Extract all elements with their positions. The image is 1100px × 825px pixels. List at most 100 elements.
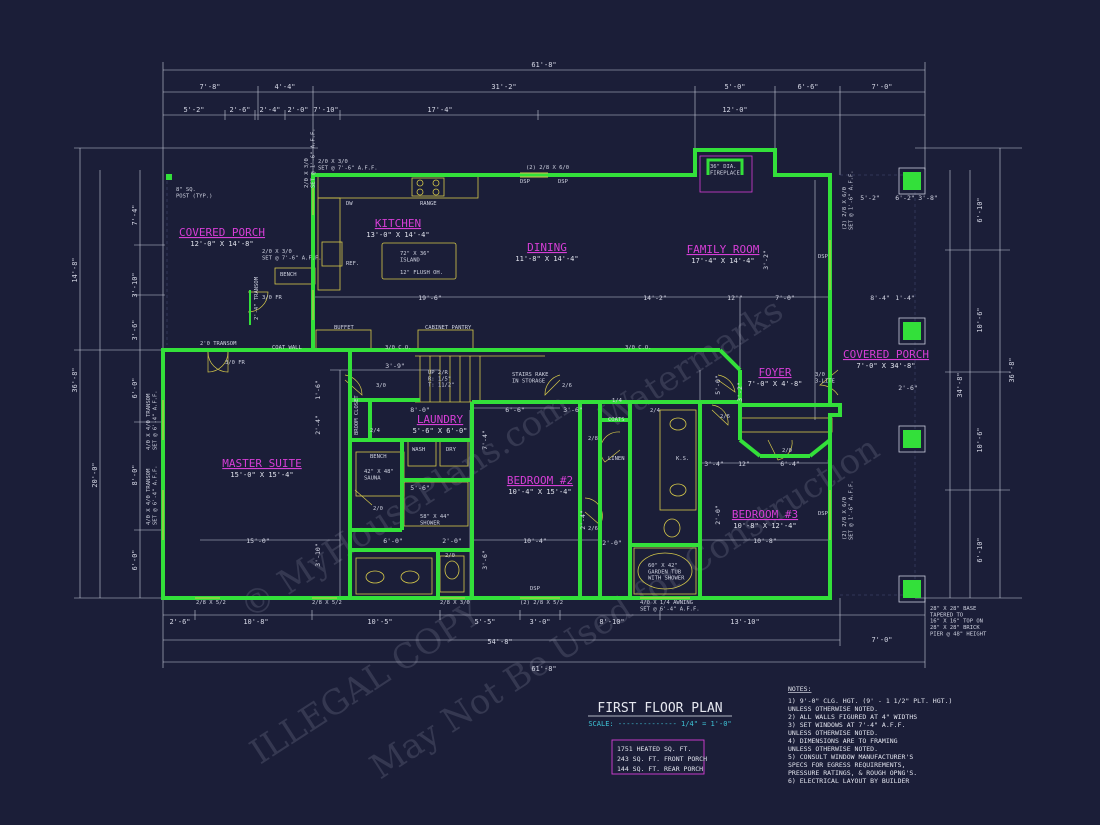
label-linen: LINEN xyxy=(608,456,625,462)
dim-overall-top: 61'-8" xyxy=(531,61,556,69)
post-1-fill xyxy=(903,172,921,190)
dim-int-11: 6'-4" xyxy=(780,460,800,468)
label-door-20c: 2/0 xyxy=(782,448,792,454)
dim-bottom-right: 7'-0" xyxy=(871,636,892,644)
dim-int-9: 3'-4" xyxy=(704,460,724,468)
dim-top2-6: 12'-0" xyxy=(722,106,747,114)
dim-right-outer-2: 10'-6" xyxy=(976,427,984,452)
room-bedroom2-size: 10'-4" X 15'-4" xyxy=(508,488,571,496)
dim-bottom-1: 10'-8" xyxy=(243,618,268,626)
label-sauna: 42" X 48"SAUNA xyxy=(364,469,394,481)
label-w-right: (2) 2/8 X 6/0SET @ 1'-6" A.F.F. xyxy=(842,170,854,230)
walls[interactable] xyxy=(161,148,842,600)
label-w-bottom2: 2/8 X 5/2 xyxy=(312,600,342,606)
notes-block: NOTES: 1) 9'-0" CLG. HGT. (9' - 1 1/2" P… xyxy=(788,685,952,785)
room-porch-right: COVERED PORCH xyxy=(843,348,929,361)
room-bedroom2: BEDROOM #2 xyxy=(507,474,573,487)
room-master: MASTER SUITE xyxy=(222,457,301,470)
post-4-fill xyxy=(903,580,921,598)
dim-top1-4: 6'-6" xyxy=(797,83,818,91)
note-4: 3) SET WINDOWS AT 7'-4" A.F.F. xyxy=(788,721,905,729)
label-buffet: BUFFET xyxy=(334,325,355,331)
room-foyer: FOYER xyxy=(758,366,791,379)
dim-left-inner-3: 6'-0" xyxy=(131,377,139,398)
label-door-24b: 2/4 xyxy=(650,408,661,414)
label-door-24a: 2/4 xyxy=(370,428,381,434)
label-dw: DW xyxy=(346,201,353,207)
label-dry: DRY xyxy=(446,447,457,453)
room-laundry: LAUNDRY xyxy=(417,413,464,426)
buffet xyxy=(315,329,372,351)
dim-top2-3: 2'-0" xyxy=(287,106,308,114)
note-11: 6) ELECTRICAL LAYOUT BY BUILDER xyxy=(788,777,909,785)
dim-int-15: 2'-0" xyxy=(442,537,462,545)
room-labels: KITCHEN 13'-0" X 14'-4" DINING 11'-8" X … xyxy=(179,217,929,530)
dim-int-4: 3'-9" xyxy=(385,362,405,370)
dim-int-19: 6'-2" xyxy=(895,194,915,202)
label-cabinet-pantry: CABINET PANTRY xyxy=(425,325,472,331)
label-transom-porch: 2'-4" TRANSOM xyxy=(254,276,260,320)
area-box xyxy=(611,739,705,775)
label-coats: COATS xyxy=(608,417,625,423)
label-transom: 2'0 TRANSOM xyxy=(200,341,237,347)
dim-top2-0: 5'-2" xyxy=(183,106,204,114)
label-door-30a: 3/0 xyxy=(376,383,386,389)
dim-right-outer-0: 6'-10" xyxy=(976,197,984,222)
dim-bottom-0: 2'-6" xyxy=(169,618,190,626)
dim-int-12: 10'-8" xyxy=(753,537,776,545)
note-2: UNLESS OTHERWISE NOTED. xyxy=(788,705,878,713)
room-family: FAMILY ROOM xyxy=(687,243,760,256)
window-markers xyxy=(162,172,831,599)
room-laundry-size: 5'-6" X 6'-0" xyxy=(413,427,468,435)
label-bench-top: BENCH xyxy=(280,272,297,278)
garden-tub xyxy=(637,552,693,590)
dim-int-29: 5'-0" xyxy=(714,375,722,395)
porch-posts xyxy=(166,167,926,603)
post-small xyxy=(166,174,172,180)
dim-left-inner-4: 8'-0" xyxy=(131,464,139,485)
room-porch-left-size: 12'-0" X 14'-8" xyxy=(190,240,253,248)
dim-bottom-3: 5'-5" xyxy=(474,618,495,626)
dim-int-32: 3'-2" xyxy=(736,382,744,402)
post-4 xyxy=(898,575,926,603)
garden-tub-rect xyxy=(633,547,697,595)
foyer-bench xyxy=(739,417,833,433)
dim-top1-1: 4'-4" xyxy=(274,83,295,91)
room-kitchen-size: 13'-0" X 14'-4" xyxy=(366,231,429,239)
label-dsp-right: DSP xyxy=(818,254,829,260)
label-door-3co2: 3/0 C.O. xyxy=(625,345,652,351)
dim-left-outer-0: 14'-8" xyxy=(71,257,79,282)
dim-right-overall: 36'-8" xyxy=(1008,357,1016,382)
label-island: 72" X 36"ISLAND xyxy=(400,251,430,263)
washer xyxy=(407,439,437,467)
label-broom: BROOM CLOSET xyxy=(354,395,360,435)
label-ref: REF. xyxy=(346,261,359,267)
dim-int-1: 14'-2" xyxy=(643,294,666,302)
label-w-right2: (2) 2/8 X 6/0SET @ 1'-6" A.F.F. xyxy=(842,480,854,540)
room-master-size: 15'-0" X 15'-4" xyxy=(230,471,293,479)
dim-int-21: 1'-4" xyxy=(895,294,915,302)
dim-left-outer-1: 20'-0" xyxy=(91,462,99,487)
label-range: RANGE xyxy=(420,201,437,207)
dim-top2-2: 2'-4" xyxy=(259,106,280,114)
label-w-master-left: 4/0 X 4/0 TRANSOMSET @ 6'-4" A.F.F. xyxy=(146,390,158,450)
dim-bottom-4: 3'-0" xyxy=(529,618,550,626)
note-6: 4) DIMENSIONS ARE TO FRAMING xyxy=(788,737,898,745)
dim-bottom-2: 10'-5" xyxy=(367,618,392,626)
label-w-master-left2: 4/0 X 4/0 TRANSOMSET @ 6'-4" A.F.F. xyxy=(146,465,158,525)
room-dining-size: 11'-8" X 14'-4" xyxy=(515,255,578,263)
dim-int-26: 7'-4" xyxy=(481,430,489,450)
fireplace[interactable] xyxy=(706,158,744,175)
fixtures xyxy=(274,155,833,595)
label-wash: WASH xyxy=(412,447,425,453)
dim-right-outer-3: 6'-10" xyxy=(976,537,984,562)
plan-title: FIRST FLOOR PLAN xyxy=(597,701,722,716)
label-w-bottom1: 2/8 X 5/2 xyxy=(196,600,226,606)
dim-int-0: 19'-6" xyxy=(418,294,441,302)
dim-top1-2: 31'-2" xyxy=(491,83,516,91)
dim-left-inner-1: 3'-10" xyxy=(131,272,139,297)
area-front-porch: 243 SQ. FT. FRONT PORCH xyxy=(617,755,707,763)
